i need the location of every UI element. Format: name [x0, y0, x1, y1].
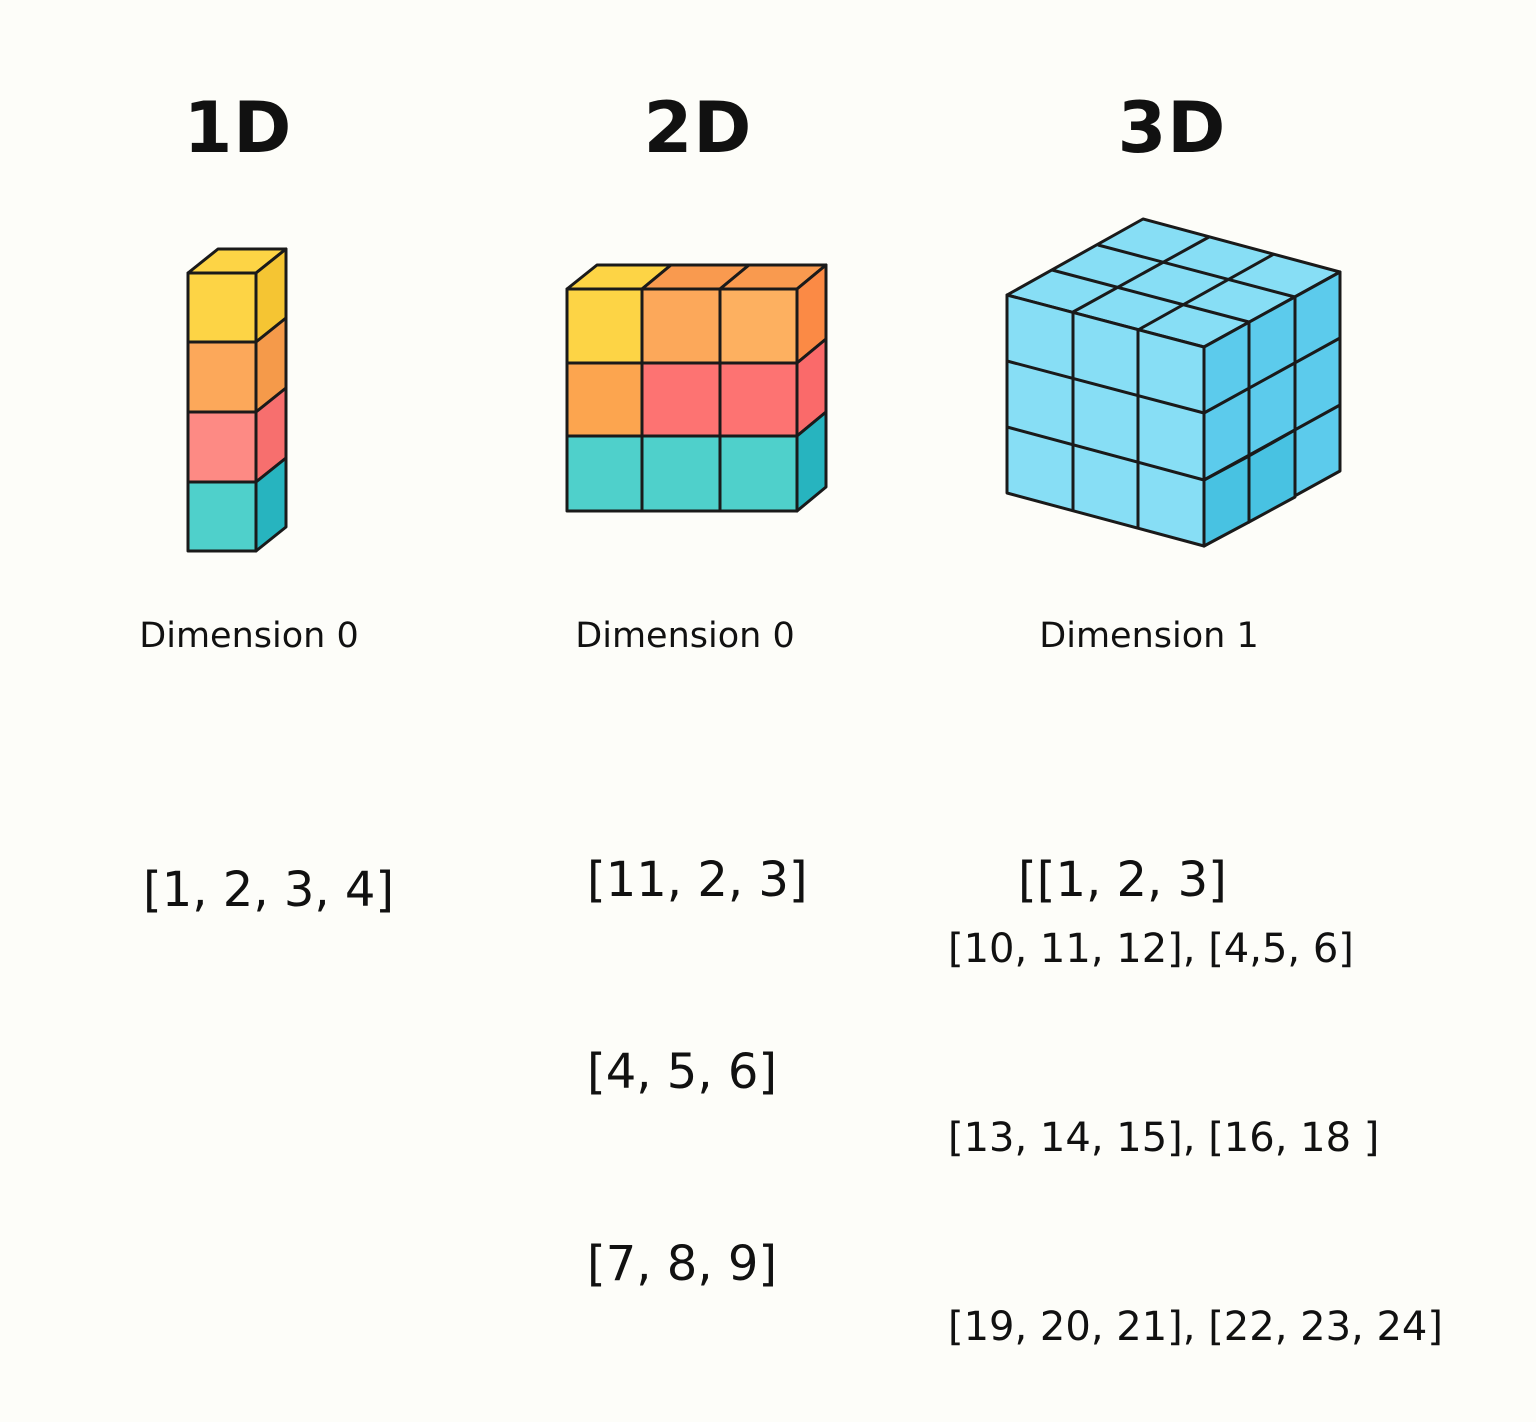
array-3d-line-3: [19, 20, 21], [22, 23, 24] [948, 1304, 1443, 1350]
slab-2d-cell-1-1 [640, 361, 722, 438]
slab-2d-side-2 [795, 410, 828, 513]
array-1d: [1, 2, 3, 4] [143, 730, 394, 986]
array-1d-line: [1, 2, 3, 4] [143, 862, 395, 918]
array-3d-line-1: [10, 11, 12], [4,5, 6] [948, 926, 1354, 972]
stack-1d-cell-2 [186, 410, 258, 484]
title-3d: 3D [1117, 87, 1227, 169]
array-3d-first-line: [[1, 2, 3] [1018, 720, 1227, 976]
dimension-label-3d: Dimension 1 [1039, 616, 1259, 656]
slab-2d-cell-1-0 [565, 361, 644, 438]
dimension-label-2d: Dimension 0 [575, 616, 795, 656]
slab-2d-cell-0-0 [565, 287, 644, 365]
array-3d-line-0: [[1, 2, 3] [1018, 852, 1227, 908]
array-2d-line-0: [11, 2, 3] [587, 852, 808, 908]
array-2d-line-2: [7, 8, 9] [587, 1236, 778, 1292]
array-3d: [10, 11, 12], [4,5, 6] [13, 14, 15], [16… [948, 792, 1443, 1422]
slab-2d-cell-2-1 [640, 434, 722, 513]
slab-2d-cell-0-1 [640, 287, 722, 365]
title-1d: 1D [183, 87, 293, 169]
array-3d-line-2: [13, 14, 15], [16, 18 ] [948, 1115, 1380, 1161]
array-2d: [11, 2, 3] [4, 5, 6] [7, 8, 9] [587, 720, 808, 1360]
slab-2d-cell-2-0 [565, 434, 644, 513]
tensor-diagrams [186, 217, 1342, 553]
stack-1d [186, 247, 288, 553]
title-2d: 2D [643, 87, 753, 169]
dimension-label-1d: Dimension 0 [139, 616, 359, 656]
slab-2d-cell-2-2 [718, 434, 799, 513]
stack-1d-cell-3 [186, 480, 258, 553]
slab-2d-cell-1-2 [718, 361, 799, 438]
slab-2d [565, 263, 828, 513]
slab-2d-cell-0-2 [718, 287, 799, 365]
array-2d-line-1: [4, 5, 6] [587, 1044, 778, 1100]
cube-3d [1005, 217, 1342, 548]
stack-1d-side-3 [254, 456, 288, 553]
stack-1d-cell-0 [186, 271, 258, 344]
stack-1d-cell-1 [186, 340, 258, 414]
